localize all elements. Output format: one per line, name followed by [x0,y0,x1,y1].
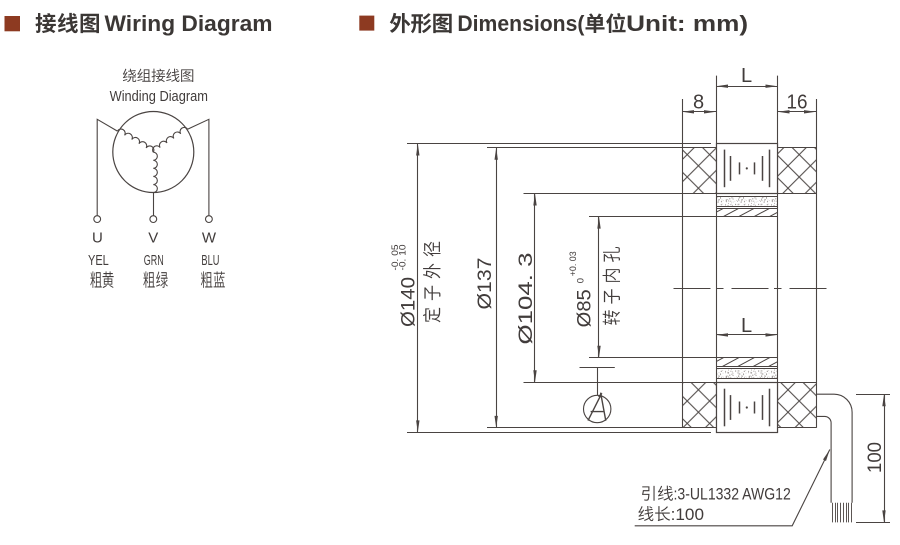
svg-text:+0. 03: +0. 03 [568,251,579,276]
svg-text:Ø140: Ø140 [399,277,420,327]
svg-text:W: W [202,229,217,246]
svg-text:0: 0 [576,278,587,283]
svg-text:Unit: mm): Unit: mm) [626,11,748,36]
svg-text:Wiring Diagram: Wiring Diagram [105,11,273,36]
svg-text::3-UL1332 AWG12: :3-UL1332 AWG12 [674,485,791,504]
svg-text:BLU: BLU [201,252,219,269]
svg-text:U: U [92,229,103,246]
svg-text:Dimensions(: Dimensions( [457,11,584,36]
svg-text:V: V [148,229,158,246]
svg-text:GRN: GRN [144,252,164,269]
svg-text:YEL: YEL [88,252,109,269]
svg-text:-0. 10: -0. 10 [398,245,409,271]
svg-text:Ø85: Ø85 [575,289,596,327]
svg-text:100: 100 [865,442,886,473]
svg-text:L: L [741,65,752,87]
svg-text:-0. 05: -0. 05 [390,245,401,271]
svg-text:L: L [741,315,752,337]
svg-text:16: 16 [787,91,808,113]
svg-text:Ø137: Ø137 [475,258,496,310]
svg-text::100: :100 [671,505,704,524]
svg-text:Winding Diagram: Winding Diagram [110,88,208,105]
svg-text:8: 8 [693,91,704,113]
svg-text:Ø104. 3: Ø104. 3 [516,253,537,345]
